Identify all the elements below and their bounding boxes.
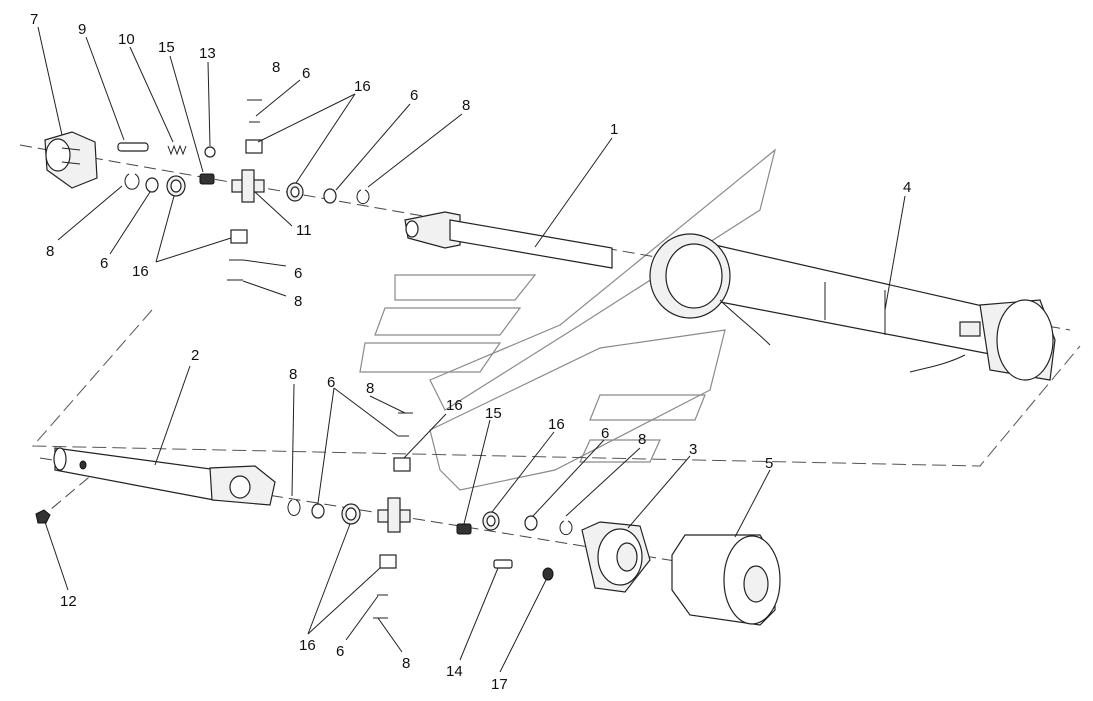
outer-tube-part-4 bbox=[649, 233, 1056, 381]
callout-6-e: 6 bbox=[327, 374, 335, 391]
callout-7: 7 bbox=[30, 11, 38, 28]
callout-8-g: 8 bbox=[638, 431, 646, 448]
bearing-16-lower bbox=[230, 229, 248, 244]
callout-15-b: 15 bbox=[485, 405, 502, 422]
washer-6 bbox=[145, 177, 159, 193]
callout-16-c: 16 bbox=[446, 397, 463, 414]
callout-9: 9 bbox=[78, 21, 86, 38]
shaft-part-2 bbox=[53, 447, 276, 506]
clutch-part-5 bbox=[671, 534, 781, 626]
bearing-16-lower-row bbox=[341, 503, 361, 525]
bearing-cup-16 bbox=[166, 175, 186, 197]
watermark-logo bbox=[359, 148, 777, 491]
callout-6-b: 6 bbox=[410, 87, 418, 104]
callout-16-e: 16 bbox=[299, 637, 316, 654]
nut-part-12 bbox=[35, 509, 51, 524]
callout-5: 5 bbox=[765, 455, 773, 472]
inner-shaft-part-1 bbox=[404, 211, 613, 269]
yoke-part-7 bbox=[44, 131, 98, 189]
washer-6-lower-row bbox=[311, 503, 325, 519]
bearing-16-lower-right bbox=[482, 511, 500, 531]
callout-6-a: 6 bbox=[302, 65, 310, 82]
callout-8-h: 8 bbox=[402, 655, 410, 672]
callout-12: 12 bbox=[60, 593, 77, 610]
grease-fitting-part-15 bbox=[199, 173, 215, 185]
spring-part-10 bbox=[167, 144, 187, 156]
snap-ring-8 bbox=[124, 173, 140, 190]
bolt-part-14 bbox=[493, 559, 513, 569]
snap-ring-8-lower-row bbox=[287, 499, 301, 517]
callout-14: 14 bbox=[446, 663, 463, 680]
callout-8-e: 8 bbox=[289, 366, 297, 383]
grease-fitting-15-lower bbox=[456, 523, 472, 535]
callout-13: 13 bbox=[199, 45, 216, 62]
callout-8-c: 8 bbox=[46, 243, 54, 260]
leader-lines bbox=[37, 26, 906, 673]
callout-16-d: 16 bbox=[548, 416, 565, 433]
callout-8-a: 8 bbox=[272, 59, 280, 76]
callout-11: 11 bbox=[296, 222, 312, 239]
snap-ring-8-right bbox=[356, 189, 370, 205]
cross-lower bbox=[377, 497, 411, 533]
callout-10: 10 bbox=[118, 31, 135, 48]
pin-part-9 bbox=[117, 142, 149, 152]
callout-16-a: 16 bbox=[354, 78, 371, 95]
callout-6-c: 6 bbox=[100, 255, 108, 272]
cross-part-11 bbox=[231, 169, 265, 203]
callout-17: 17 bbox=[491, 676, 508, 693]
lower-left-axis bbox=[37, 467, 101, 521]
callout-16-b: 16 bbox=[132, 263, 149, 280]
bearing-16-lower-top bbox=[393, 457, 411, 472]
bearing-16-lower-bottom bbox=[379, 554, 397, 569]
washer-6-right bbox=[323, 188, 337, 204]
callout-8-f: 8 bbox=[366, 380, 374, 397]
bearing-cup-16-right bbox=[286, 182, 304, 202]
callout-6-d: 6 bbox=[294, 265, 302, 282]
assembly-frame bbox=[31, 309, 1081, 467]
washer-6-lower-right bbox=[524, 515, 538, 531]
callout-3: 3 bbox=[689, 441, 697, 458]
callout-8-d: 8 bbox=[294, 293, 302, 310]
callout-6-f: 6 bbox=[601, 425, 609, 442]
callout-8-b: 8 bbox=[462, 97, 470, 114]
nut-part-17 bbox=[542, 567, 554, 581]
flange-yoke-part-3 bbox=[581, 521, 651, 593]
callout-15: 15 bbox=[158, 39, 175, 56]
ball-part-13 bbox=[204, 146, 216, 158]
snap-ring-8-lower-right bbox=[559, 520, 573, 536]
callout-4: 4 bbox=[903, 179, 911, 196]
callout-1: 1 bbox=[610, 121, 618, 138]
callout-6-g: 6 bbox=[336, 643, 344, 660]
bearing-16-upper bbox=[245, 139, 263, 154]
callout-2: 2 bbox=[191, 347, 199, 364]
callouts: 7 9 10 15 13 8 6 16 6 8 1 4 11 8 6 16 6 … bbox=[30, 11, 911, 693]
